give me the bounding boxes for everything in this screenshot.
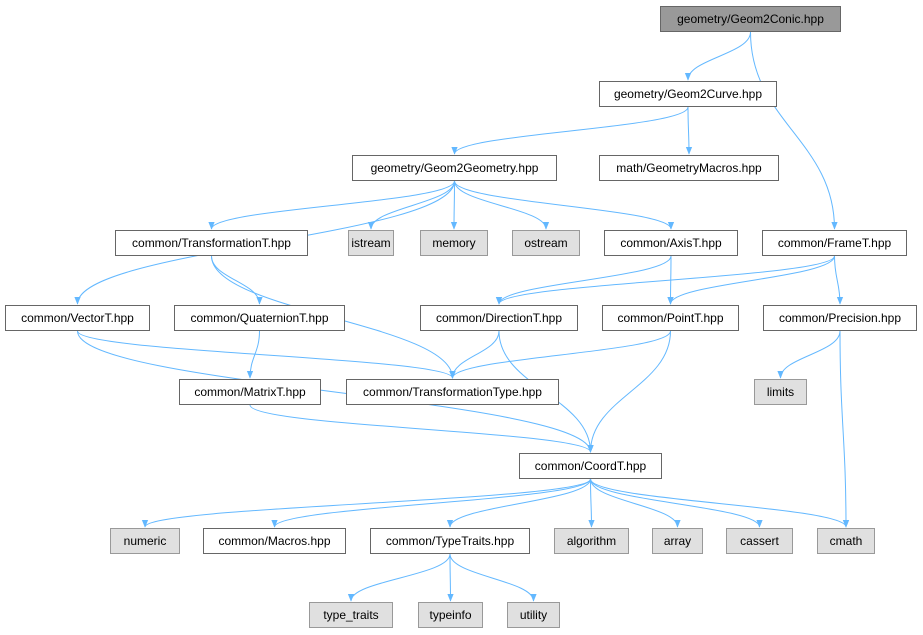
node-label: common/DirectionT.hpp [435,311,563,325]
edge-pointT-to-transformationType [449,330,671,379]
edge-coordT-to-macros [271,478,591,528]
node-label: common/TransformationT.hpp [132,236,291,250]
edge-pointT-to-coordT [587,330,671,453]
node-frameT[interactable]: common/FrameT.hpp [762,230,907,256]
node-label: limits [766,385,795,399]
edge-geom2geometry-to-ostream [454,180,550,230]
node-pointT[interactable]: common/PointT.hpp [602,305,739,331]
node-vectorT[interactable]: common/VectorT.hpp [5,305,150,331]
edge-geom2geometry-to-transformationT [208,180,455,230]
node-transformationType[interactable]: common/TransformationType.hpp [346,379,559,405]
node-label: memory [432,236,476,250]
edge-vectorT-to-coordT [77,330,594,453]
edge-coordT-to-numeric [141,478,591,528]
node-label: geometry/Geom2Curve.hpp [613,87,763,101]
node-axisT[interactable]: common/AxisT.hpp [604,230,738,256]
node-label: common/VectorT.hpp [21,311,134,325]
node-label: ostream [524,236,568,250]
node-label: common/MatrixT.hpp [194,385,306,399]
node-label: type_traits [323,608,379,622]
node-istream: istream [348,230,394,256]
edge-geom2geometry-to-memory [450,180,458,230]
edge-transformationT-to-quaternionT [211,255,263,305]
node-ostream: ostream [512,230,580,256]
node-cassert: cassert [726,528,793,554]
node-label: cassert [740,534,779,548]
node-geom2curve[interactable]: geometry/Geom2Curve.hpp [599,81,777,107]
node-label: istream [351,236,391,250]
edge-frameT-to-pointT [667,255,835,305]
node-label: common/Precision.hpp [778,311,902,325]
node-transformationT[interactable]: common/TransformationT.hpp [115,230,308,256]
edge-coordT-to-array [590,478,681,528]
edge-typeTraits-to-typeinfo [447,553,454,602]
node-memory: memory [420,230,488,256]
node-type_traits: type_traits [309,602,393,628]
node-label: common/FrameT.hpp [777,236,892,250]
node-cmath: cmath [817,528,875,554]
node-geom2geometry[interactable]: geometry/Geom2Geometry.hpp [352,155,557,181]
node-label: numeric [123,534,167,548]
node-precision[interactable]: common/Precision.hpp [763,305,917,331]
node-label: common/TypeTraits.hpp [385,534,515,548]
edge-directionT-to-transformationType [449,330,500,379]
edge-coordT-to-cmath [590,478,850,528]
edge-typeTraits-to-type_traits [347,553,451,602]
edge-frameT-to-directionT [495,255,835,305]
edge-precision-to-limits [777,330,841,379]
edge-frameT-to-precision [834,255,844,305]
edge-matrixT-to-coordT [249,404,594,453]
node-label: cmath [829,534,863,548]
node-label: common/TransformationType.hpp [363,385,542,399]
edge-geom2geometry-to-axisT [454,180,675,230]
node-geom2conic[interactable]: geometry/Geom2Conic.hpp [660,6,841,32]
edge-geom2curve-to-geometrymacros [685,106,693,155]
edge-coordT-to-cassert [590,478,763,528]
edge-geom2curve-to-geom2geometry [451,106,689,155]
node-label: common/AxisT.hpp [620,236,722,250]
node-typeinfo: typeinfo [418,602,483,628]
node-label: common/PointT.hpp [617,311,724,325]
node-array: array [652,528,703,554]
node-utility: utility [507,602,560,628]
node-coordT[interactable]: common/CoordT.hpp [519,453,662,479]
node-algorithm: algorithm [554,528,629,554]
node-label: common/QuaternionT.hpp [190,311,329,325]
node-directionT[interactable]: common/DirectionT.hpp [420,305,578,331]
node-label: geometry/Geom2Geometry.hpp [370,161,539,175]
node-label: utility [519,608,548,622]
edge-vectorT-to-transformationType [77,330,456,379]
node-label: math/GeometryMacros.hpp [616,161,762,175]
edge-coordT-to-typeTraits [446,478,591,528]
node-label: common/CoordT.hpp [534,459,647,473]
node-label: common/Macros.hpp [218,534,331,548]
node-typeTraits[interactable]: common/TypeTraits.hpp [370,528,530,554]
node-numeric: numeric [110,528,180,554]
node-matrixT[interactable]: common/MatrixT.hpp [179,379,321,405]
edge-axisT-to-directionT [495,255,672,305]
edge-typeTraits-to-utility [449,553,537,602]
edge-quaternionT-to-matrixT [246,330,260,379]
node-label: geometry/Geom2Conic.hpp [677,12,824,26]
node-label: algorithm [566,534,617,548]
edge-geom2conic-to-frameT [750,31,838,230]
node-limits: limits [754,379,807,405]
node-geometrymacros[interactable]: math/GeometryMacros.hpp [599,155,779,181]
edge-geom2conic-to-geom2curve [684,31,751,81]
edge-geom2geometry-to-istream [367,180,455,230]
edge-coordT-to-algorithm [588,478,595,528]
edge-precision-to-cmath [839,330,850,528]
node-label: typeinfo [429,608,472,622]
node-macros[interactable]: common/Macros.hpp [203,528,346,554]
node-quaternionT[interactable]: common/QuaternionT.hpp [174,305,345,331]
node-label: array [663,534,692,548]
